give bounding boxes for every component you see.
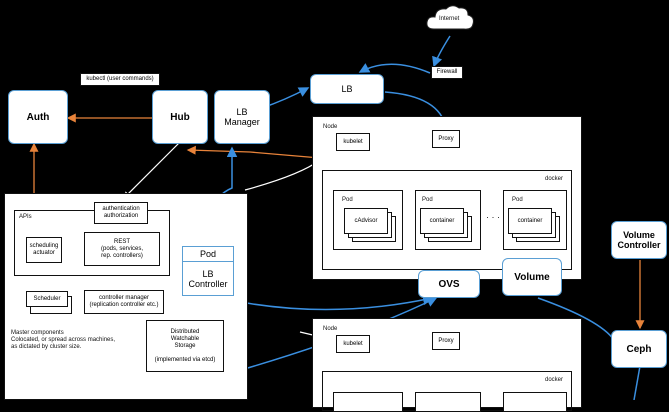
pod-bottom-2 bbox=[415, 392, 481, 412]
volume-controller-box[interactable]: Volume Controller bbox=[611, 221, 667, 259]
pod-2-container-label: container bbox=[429, 217, 455, 224]
controller-manager-label: controller manager (replication controll… bbox=[89, 295, 159, 308]
hub-box[interactable]: Hub bbox=[152, 90, 208, 144]
pod-bottom-3 bbox=[503, 392, 567, 412]
proxy-top[interactable]: Proxy bbox=[432, 130, 460, 148]
lb-manager-label: LB Manager bbox=[224, 107, 260, 127]
pod-3-container-label: container bbox=[517, 217, 543, 224]
pod-2-container[interactable]: container bbox=[420, 208, 464, 234]
auth-box[interactable]: Auth bbox=[8, 90, 68, 144]
controller-manager-box[interactable]: controller manager (replication controll… bbox=[84, 290, 164, 314]
firewall-label: Firewall bbox=[436, 69, 458, 75]
hub-label: Hub bbox=[170, 111, 190, 123]
proxy-bottom-label: Proxy bbox=[438, 337, 454, 344]
proxy-bottom[interactable]: Proxy bbox=[432, 332, 460, 350]
auth-label: Auth bbox=[26, 111, 50, 123]
internet-label: Internet bbox=[439, 16, 460, 22]
cadvisor-label: cAdvisor bbox=[354, 217, 378, 224]
kubectl-label: kubectl (user commands) bbox=[86, 76, 154, 82]
pod-lb-pod-label: Pod bbox=[199, 248, 216, 259]
pod-bottom-1 bbox=[333, 392, 403, 412]
cadvisor-container[interactable]: cAdvisor bbox=[344, 208, 388, 234]
apis-box: APIs bbox=[14, 210, 170, 276]
proxy-top-label: Proxy bbox=[438, 135, 454, 142]
ceph-label: Ceph bbox=[626, 343, 652, 355]
authn-authz-box[interactable]: authentication authorization bbox=[94, 202, 148, 224]
docker-bottom-label: docker bbox=[544, 377, 563, 383]
lb-controller-cell: LB Controller bbox=[183, 262, 233, 295]
lb-manager-box[interactable]: LB Manager bbox=[214, 90, 270, 144]
distributed-storage-box[interactable]: Distributed Watchable Storage (implement… bbox=[146, 320, 224, 372]
kubectl-box[interactable]: kubectl (user commands) bbox=[80, 73, 160, 86]
volume-box[interactable]: Volume bbox=[502, 258, 562, 296]
kubelet-bottom-label: kubelet bbox=[343, 340, 363, 347]
lb-controller-label: LB Controller bbox=[188, 268, 228, 289]
scheduling-actuator-label: scheduling actuator bbox=[29, 243, 59, 256]
scheduler-label: Scheduler bbox=[33, 295, 61, 302]
architecture-diagram: Internet Firewall kubectl (user commands… bbox=[4, 2, 667, 412]
ovs-box[interactable]: OVS bbox=[418, 270, 480, 298]
volume-controller-label: Volume Controller bbox=[617, 230, 661, 250]
node-bottom-label: Node bbox=[323, 326, 338, 332]
ovs-label: OVS bbox=[438, 278, 460, 290]
kubelet-bottom[interactable]: kubelet bbox=[336, 335, 370, 353]
apis-label: APIs bbox=[19, 214, 32, 220]
kubelet-top[interactable]: kubelet bbox=[336, 133, 370, 151]
distributed-storage-label: Distributed Watchable Storage (implement… bbox=[154, 328, 216, 363]
pod-3-container[interactable]: container bbox=[508, 208, 552, 234]
lb-label: LB bbox=[341, 84, 353, 94]
lb-box[interactable]: LB bbox=[310, 74, 384, 104]
pod-lb-pod-cell: Pod bbox=[183, 247, 233, 262]
scheduler-box[interactable]: Scheduler bbox=[26, 291, 68, 307]
docker-top: docker bbox=[322, 170, 572, 270]
pod-cadvisor-label: Pod bbox=[342, 197, 353, 203]
pod-2-label: Pod bbox=[422, 197, 433, 203]
firewall-box[interactable]: Firewall bbox=[431, 66, 463, 79]
docker-top-label: docker bbox=[544, 176, 563, 182]
master-components-label: Master components Colocated, or spread a… bbox=[11, 330, 116, 350]
rest-box[interactable]: REST (pods, services, rep. controllers) bbox=[84, 232, 160, 266]
rest-label: REST (pods, services, rep. controllers) bbox=[100, 238, 143, 259]
authn-authz-label: authentication authorization bbox=[102, 206, 140, 219]
ceph-box[interactable]: Ceph bbox=[611, 330, 667, 368]
pod-3-label: Pod bbox=[512, 197, 523, 203]
pods-ellipsis: · · · bbox=[486, 212, 500, 222]
internet-cloud-icon: Internet bbox=[424, 2, 476, 36]
pod-lb-controller[interactable]: Pod LB Controller bbox=[182, 246, 234, 296]
scheduling-actuator-box[interactable]: scheduling actuator bbox=[26, 237, 62, 263]
kubelet-top-label: kubelet bbox=[343, 138, 363, 145]
node-top-label: Node bbox=[323, 124, 338, 130]
volume-label: Volume bbox=[514, 271, 550, 283]
